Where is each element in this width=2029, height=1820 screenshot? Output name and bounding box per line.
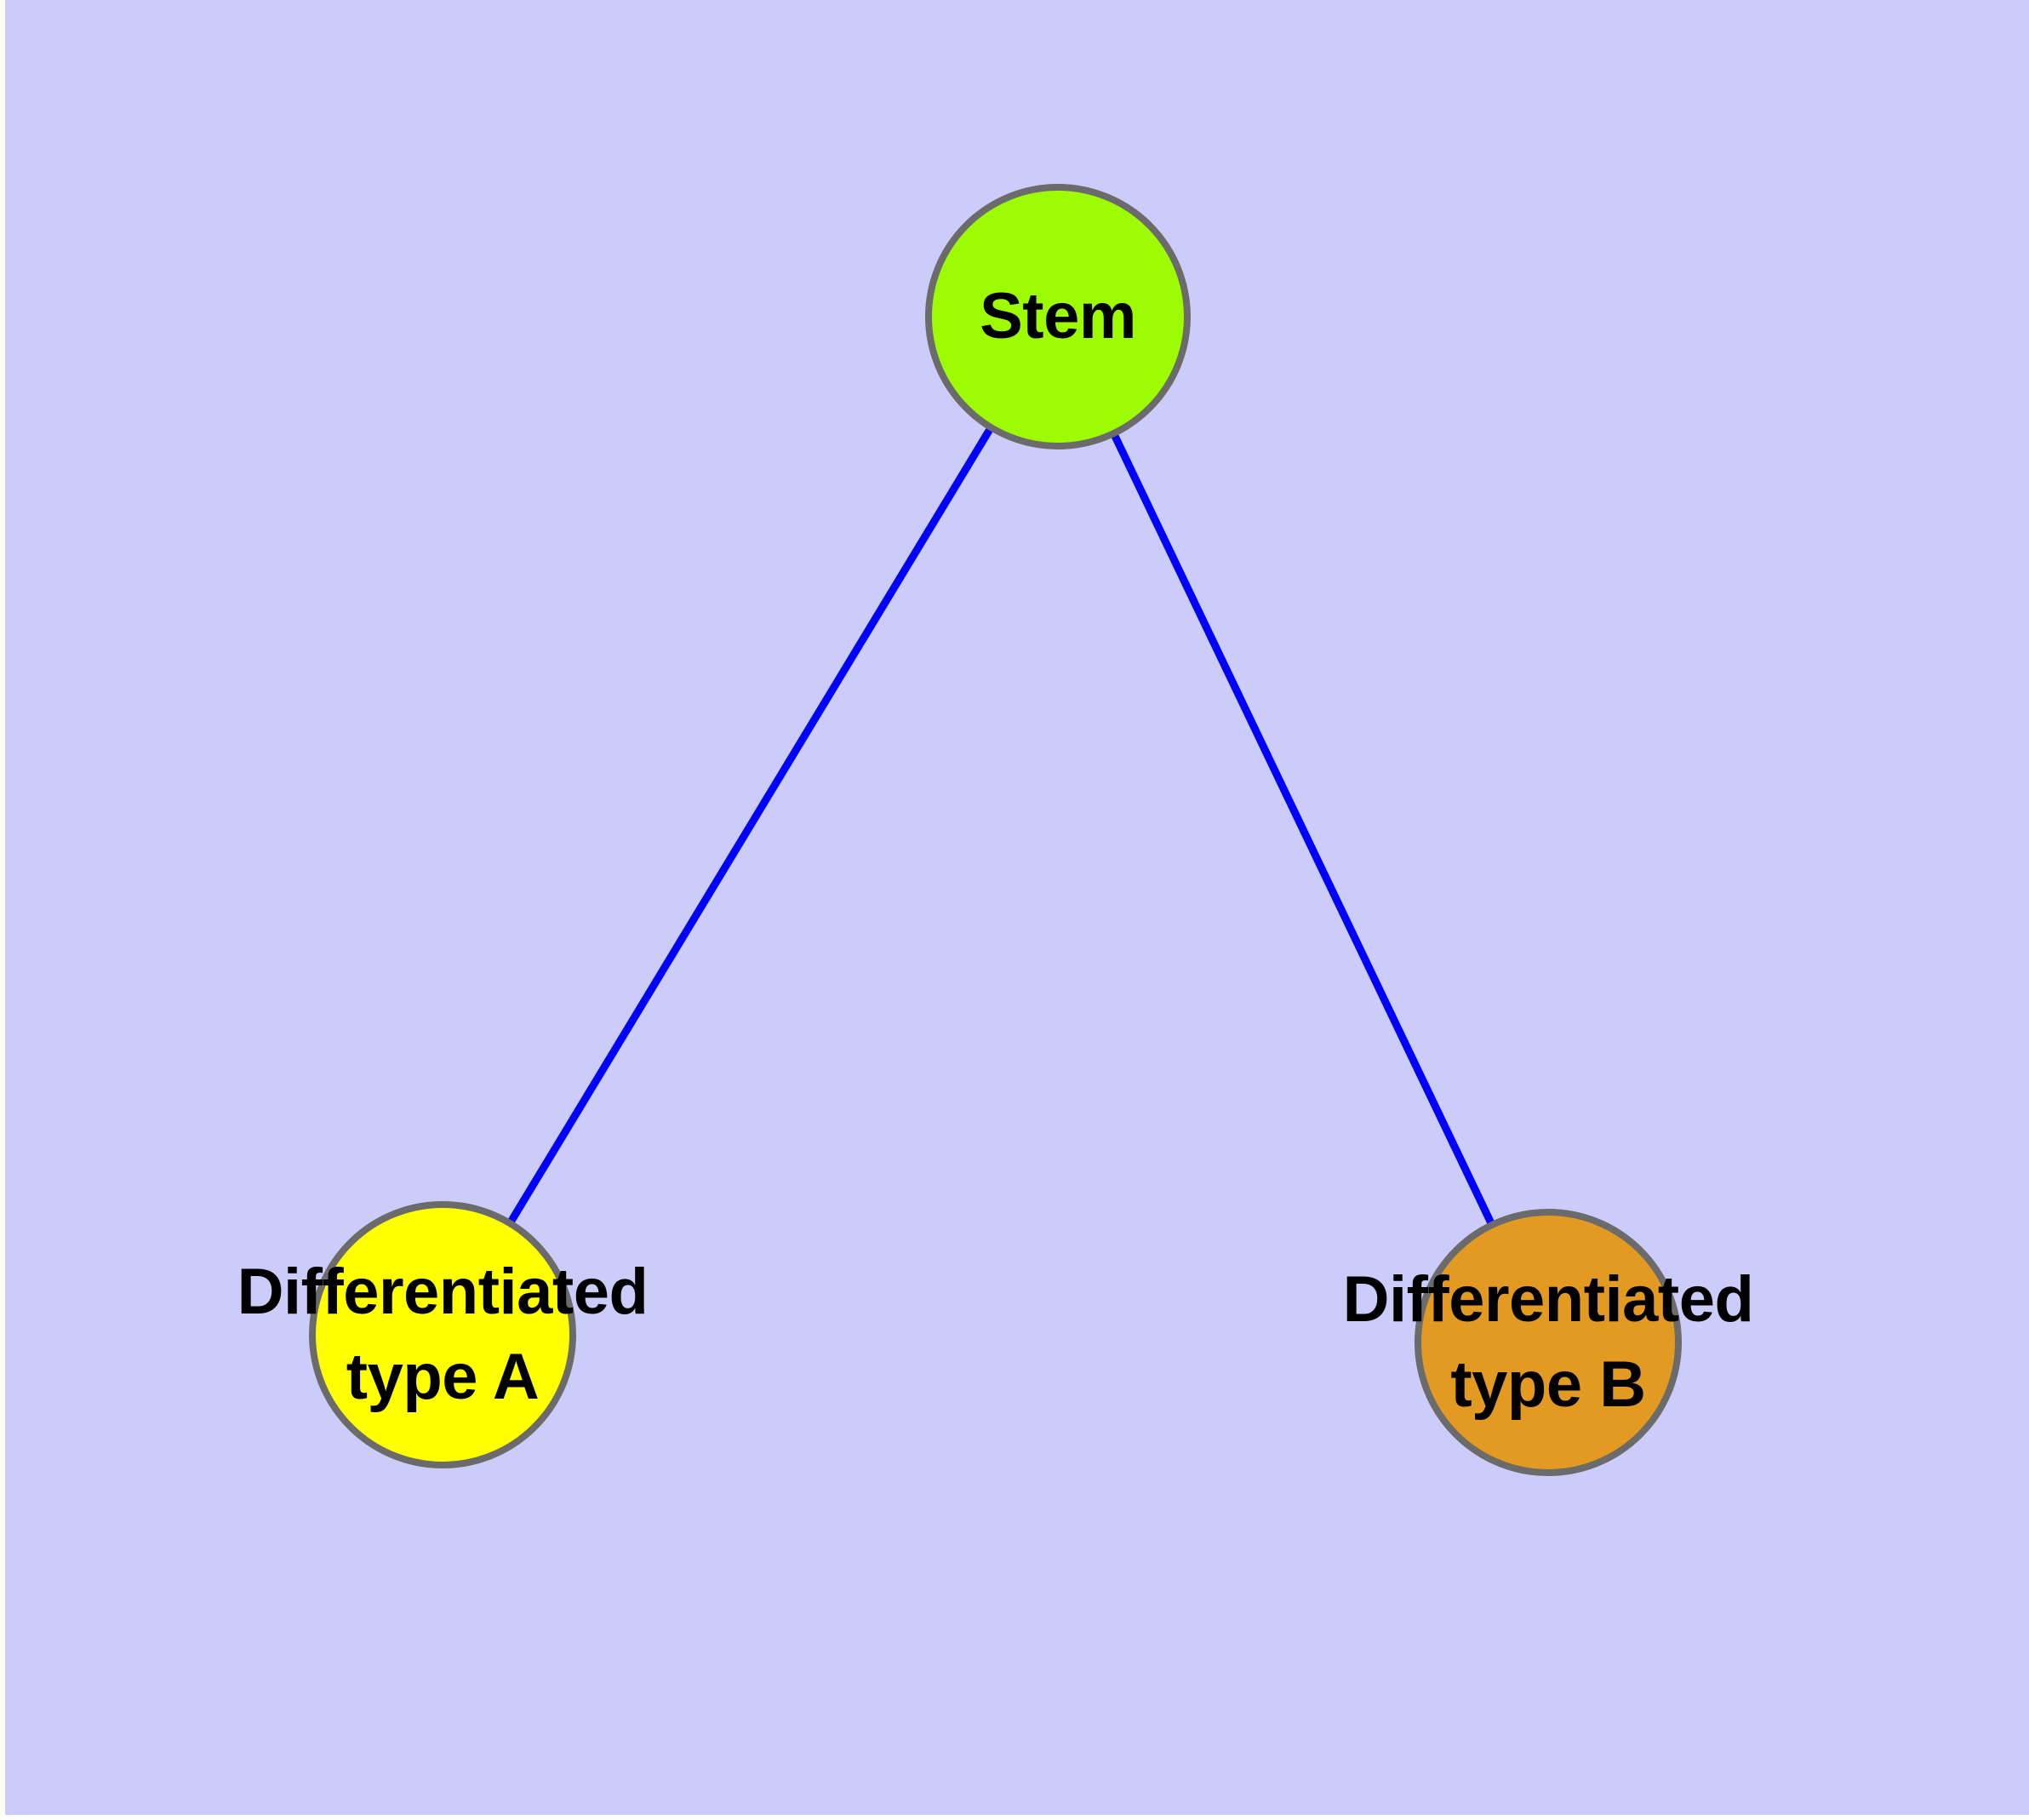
node-diff-a-circle[interactable] bbox=[309, 1201, 576, 1468]
node-stem-circle[interactable] bbox=[925, 184, 1191, 449]
node-diff-b-circle[interactable] bbox=[1415, 1209, 1682, 1476]
edge-stem-to-diff-a bbox=[439, 314, 1061, 1337]
edge-layer bbox=[439, 314, 1552, 1344]
node-layer bbox=[309, 184, 1682, 1476]
edge-stem-to-diff-b bbox=[1054, 315, 1552, 1344]
